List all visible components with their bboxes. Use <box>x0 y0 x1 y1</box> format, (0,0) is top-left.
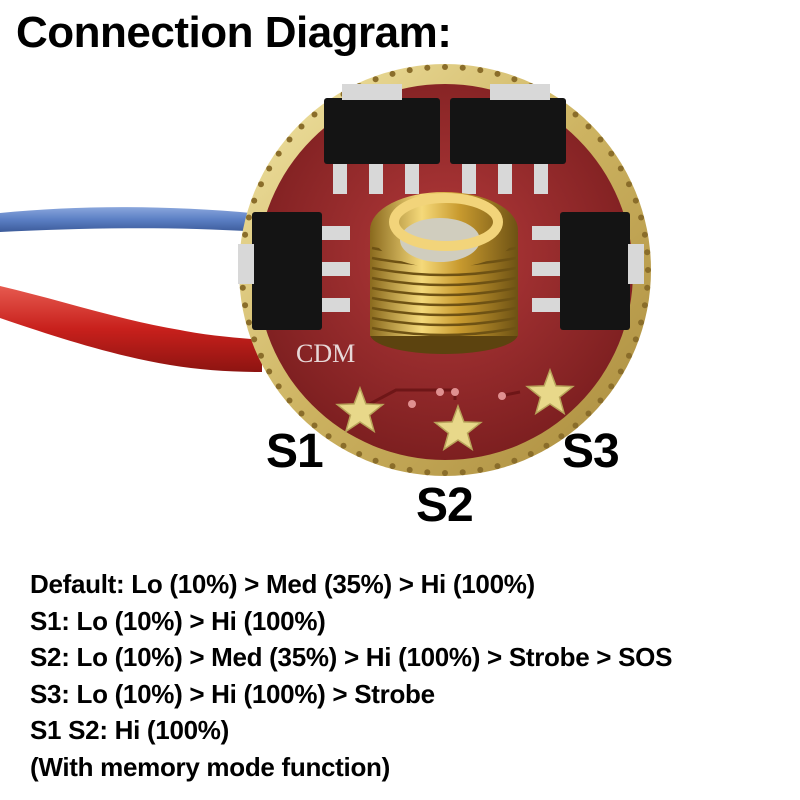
rim-tooth <box>638 214 645 221</box>
rim-tooth <box>626 181 632 188</box>
rim-tooth <box>617 165 624 172</box>
rim-tooth <box>251 197 258 204</box>
rim-tooth <box>424 469 431 476</box>
chip-top-left <box>324 84 440 194</box>
chip-left <box>238 212 350 330</box>
star-pad-s3 <box>525 367 575 416</box>
rim-tooth <box>641 231 648 238</box>
star-pad-s1 <box>335 385 385 434</box>
rim-tooth <box>608 383 615 390</box>
rim-tooth <box>389 70 396 77</box>
rim-tooth <box>527 451 534 457</box>
star-pad-s2 <box>433 403 483 452</box>
rim-tooth <box>459 64 466 71</box>
rim-tooth <box>632 336 639 343</box>
chip-right <box>532 212 644 330</box>
blue-wire <box>0 207 262 232</box>
rim-tooth <box>311 422 318 429</box>
rim-tooth <box>543 442 550 449</box>
rim-tooth <box>641 302 648 309</box>
rim-tooth <box>477 466 484 473</box>
rim-tooth <box>251 336 258 343</box>
pad-label-s3: S3 <box>562 425 620 478</box>
rim-tooth <box>286 136 293 143</box>
rim-tooth <box>597 136 604 143</box>
rim-tooth <box>632 197 639 204</box>
rim-tooth <box>572 422 579 429</box>
rim-tooth <box>242 231 249 238</box>
rim-tooth <box>572 111 579 118</box>
driver-board-illustration: CDM S1 S2 S3 <box>0 64 651 532</box>
rim-tooth <box>406 466 413 473</box>
rim-tooth <box>645 267 651 273</box>
rim-tooth <box>266 165 273 172</box>
rim-tooth <box>494 70 501 77</box>
rim-tooth <box>406 67 413 74</box>
rim-tooth <box>442 470 448 476</box>
rim-tooth <box>585 410 592 417</box>
spring-coil <box>371 316 517 327</box>
spring-coil <box>371 276 517 287</box>
rim-tooth <box>298 410 305 417</box>
rim-tooth <box>239 284 246 291</box>
mode-line-s1: S1: Lo (10%) > Hi (100%) <box>30 605 326 636</box>
red-wire <box>0 286 262 372</box>
spring-coil <box>371 286 517 297</box>
driver-board-svg: CDM <box>0 64 651 476</box>
mode-line-s2: S2: Lo (10%) > Med (35%) > Hi (100%) > S… <box>30 642 673 672</box>
rim-tooth <box>585 123 592 130</box>
rim-tooth <box>356 451 363 457</box>
rim-tooth <box>644 249 651 256</box>
rim-tooth <box>477 67 484 74</box>
rim-tooth <box>311 111 318 118</box>
chip-top-right <box>450 84 566 194</box>
rim-tooth <box>389 463 396 470</box>
rim-tooth <box>286 397 293 404</box>
mode-line-s1-s2: S1 S2: Hi (100%) <box>30 715 229 745</box>
rim-tooth <box>638 319 645 326</box>
rim-tooth <box>372 76 379 83</box>
rim-tooth <box>608 150 615 157</box>
rim-tooth <box>298 123 305 130</box>
mode-list: Default: Lo (10%) > Med (35%) > Hi (100%… <box>30 566 672 785</box>
center-spring <box>370 192 518 354</box>
rim-tooth <box>245 319 252 326</box>
rim-tooth <box>242 302 249 309</box>
rim-tooth <box>266 368 273 375</box>
diagram-title: Connection Diagram: <box>16 8 452 57</box>
rim-tooth <box>597 397 604 404</box>
spring-coil <box>371 296 517 307</box>
rim-tooth <box>275 150 282 157</box>
rim-tooth <box>644 284 651 291</box>
rim-tooth <box>558 433 565 440</box>
mode-line-s3: S3: Lo (10%) > Hi (100%) > Strobe <box>30 678 435 709</box>
rim-tooth <box>340 442 347 449</box>
rim-tooth <box>494 463 501 470</box>
rim-tooth <box>511 457 518 464</box>
rim-tooth <box>258 181 264 188</box>
rim-tooth <box>626 352 632 359</box>
rim-tooth <box>258 352 264 359</box>
spring-coil <box>371 306 517 317</box>
mode-line-memory: (With memory mode function) <box>30 751 390 782</box>
mode-line-default: Default: Lo (10%) > Med (35%) > Hi (100%… <box>30 569 535 599</box>
rim-tooth <box>459 469 466 476</box>
rim-tooth <box>511 76 518 83</box>
silkscreen-label: CDM <box>296 339 355 368</box>
rim-tooth <box>245 214 252 221</box>
pad-label-s1: S1 <box>266 425 324 478</box>
rim-tooth <box>275 383 282 390</box>
rim-tooth <box>325 433 332 440</box>
spring-coil <box>371 326 517 337</box>
rim-tooth <box>442 64 448 70</box>
pad-label-s2: S2 <box>416 479 474 532</box>
rim-tooth <box>372 457 379 464</box>
rim-tooth <box>617 368 624 375</box>
rim-tooth <box>424 64 431 71</box>
spring-coil <box>371 266 517 277</box>
